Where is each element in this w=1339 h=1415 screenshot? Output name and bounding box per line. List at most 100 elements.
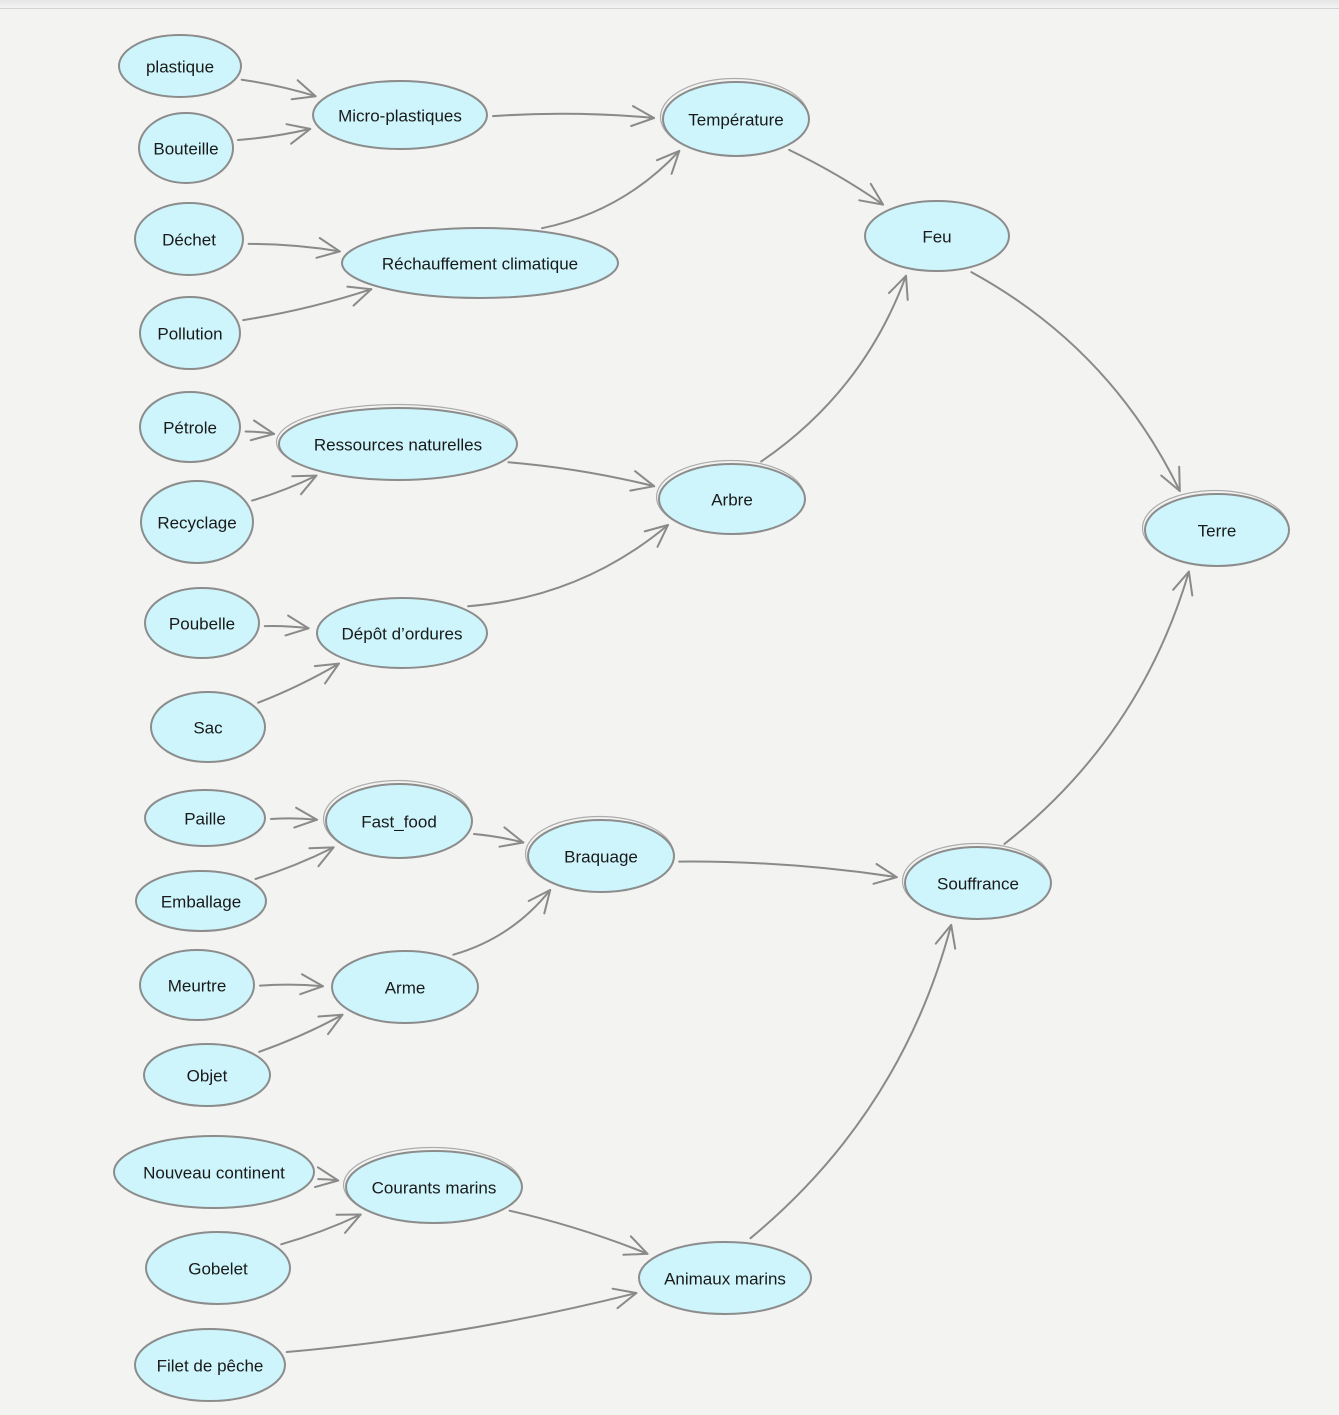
node-bubble <box>325 783 473 859</box>
node-rechauffement[interactable]: Réchauffement climatique <box>341 227 619 299</box>
node-paille[interactable]: Paille <box>144 789 266 847</box>
arrowhead-icon <box>346 285 373 307</box>
edge-bouteille-to-microplastiques <box>237 123 312 145</box>
edge-emballage-to-fastfood <box>254 846 335 880</box>
arrowhead-icon <box>527 889 552 915</box>
node-terre[interactable]: Terre <box>1141 489 1290 567</box>
edge-animaux-to-souffrance <box>749 923 957 1240</box>
arrowhead-icon <box>293 806 318 829</box>
node-label: Recyclage <box>157 514 236 533</box>
node-petrole[interactable]: Pétrole <box>139 391 241 463</box>
node-souffrance[interactable]: Souffrance <box>901 842 1052 920</box>
arrowhead-icon <box>299 973 324 996</box>
node-bubble <box>904 846 1052 920</box>
edge-line <box>970 271 1181 492</box>
node-courants[interactable]: Courants marins <box>342 1146 523 1224</box>
node-label: Pétrole <box>163 419 217 438</box>
edge-line <box>242 288 373 322</box>
edge-line <box>788 148 885 206</box>
edge-feu-to-terre <box>970 271 1181 492</box>
node-label: Courants marins <box>372 1179 497 1198</box>
edge-arbre-to-feu <box>760 274 909 463</box>
node-sac[interactable]: Sac <box>150 691 266 763</box>
node-bubble <box>278 407 518 481</box>
edge-petrole-to-ressources <box>244 419 276 442</box>
node-bubble <box>139 296 241 370</box>
node-bouteille[interactable]: Bouteille <box>138 112 234 184</box>
node-recyclage[interactable]: Recyclage <box>140 480 254 564</box>
edge-line <box>678 860 898 879</box>
arrowhead-icon <box>313 662 340 685</box>
edge-line <box>240 78 317 98</box>
node-bubble <box>341 227 619 299</box>
node-ressources[interactable]: Ressources naturelles <box>275 403 518 481</box>
node-label: Feu <box>922 228 951 247</box>
node-bubble <box>145 1231 291 1305</box>
node-bubble <box>138 112 234 184</box>
arrowhead-icon <box>314 1166 340 1189</box>
node-label: Fast_food <box>361 813 437 832</box>
edge-microplastiques-to-temperature <box>492 105 655 127</box>
arrowhead-icon <box>934 923 957 950</box>
arrowhead-icon <box>872 863 898 885</box>
node-plastique[interactable]: plastique <box>118 34 242 98</box>
node-bubble <box>345 1150 523 1224</box>
node-braquage[interactable]: Braquage <box>524 815 675 893</box>
node-label: Réchauffement climatique <box>382 255 578 274</box>
edges-layer <box>237 78 1194 1353</box>
node-animaux[interactable]: Animaux marins <box>638 1241 812 1315</box>
edge-paille-to-fastfood <box>270 806 318 829</box>
node-label: Animaux marins <box>664 1270 786 1289</box>
node-meurtre[interactable]: Meurtre <box>139 949 255 1021</box>
node-bubble <box>150 691 266 763</box>
edge-line <box>270 817 318 821</box>
arrowhead-icon <box>308 846 335 868</box>
node-bubble <box>527 819 675 893</box>
node-emballage[interactable]: Emballage <box>135 870 267 932</box>
arrowhead-icon <box>291 474 318 496</box>
arrowhead-icon <box>317 1013 344 1036</box>
edge-line <box>749 923 953 1240</box>
edge-line <box>467 524 669 608</box>
edge-depot-to-arbre <box>467 524 669 608</box>
arrowhead-icon <box>656 149 681 175</box>
node-bubble <box>864 200 1010 272</box>
node-depot[interactable]: Dépôt d’ordures <box>316 597 488 669</box>
node-bubble <box>144 587 260 659</box>
node-feu[interactable]: Feu <box>864 200 1010 272</box>
node-gobelet[interactable]: Gobelet <box>145 1231 291 1305</box>
node-label: Meurtre <box>168 977 227 996</box>
node-bubble <box>144 789 266 847</box>
node-label: plastique <box>146 58 214 77</box>
edge-objet-to-arme <box>258 1013 344 1053</box>
node-label: Nouveau continent <box>143 1164 285 1183</box>
node-microplastiques[interactable]: Micro-plastiques <box>312 80 488 150</box>
edge-line <box>254 846 335 880</box>
node-arbre[interactable]: Arbre <box>655 459 806 535</box>
node-pollution[interactable]: Pollution <box>139 296 241 370</box>
node-label: Arbre <box>711 491 753 510</box>
node-bubble <box>331 950 479 1024</box>
node-bubble <box>113 1135 315 1209</box>
edge-temperature-to-feu <box>788 148 885 206</box>
node-bubble <box>134 1328 286 1402</box>
node-nouveau[interactable]: Nouveau continent <box>113 1135 315 1209</box>
node-label: Micro-plastiques <box>338 107 462 126</box>
node-filet[interactable]: Filet de pêche <box>134 1328 286 1402</box>
node-bubble <box>139 391 241 463</box>
edge-line <box>473 833 525 844</box>
edge-dechet-to-rechauffement <box>247 237 341 259</box>
node-poubelle[interactable]: Poubelle <box>144 587 260 659</box>
node-objet[interactable]: Objet <box>143 1043 271 1107</box>
node-dechet[interactable]: Déchet <box>134 202 244 276</box>
edge-line <box>508 1209 649 1255</box>
arrowhead-icon <box>630 105 655 127</box>
arrowhead-icon <box>611 1287 638 1310</box>
edge-meurtre-to-arme <box>259 973 324 996</box>
node-temperature[interactable]: Température <box>659 77 810 157</box>
node-fastfood[interactable]: Fast_food <box>322 779 473 859</box>
arrowhead-icon <box>888 274 909 301</box>
edge-rechauffement-to-temperature <box>541 149 681 230</box>
node-arme[interactable]: Arme <box>331 950 479 1024</box>
